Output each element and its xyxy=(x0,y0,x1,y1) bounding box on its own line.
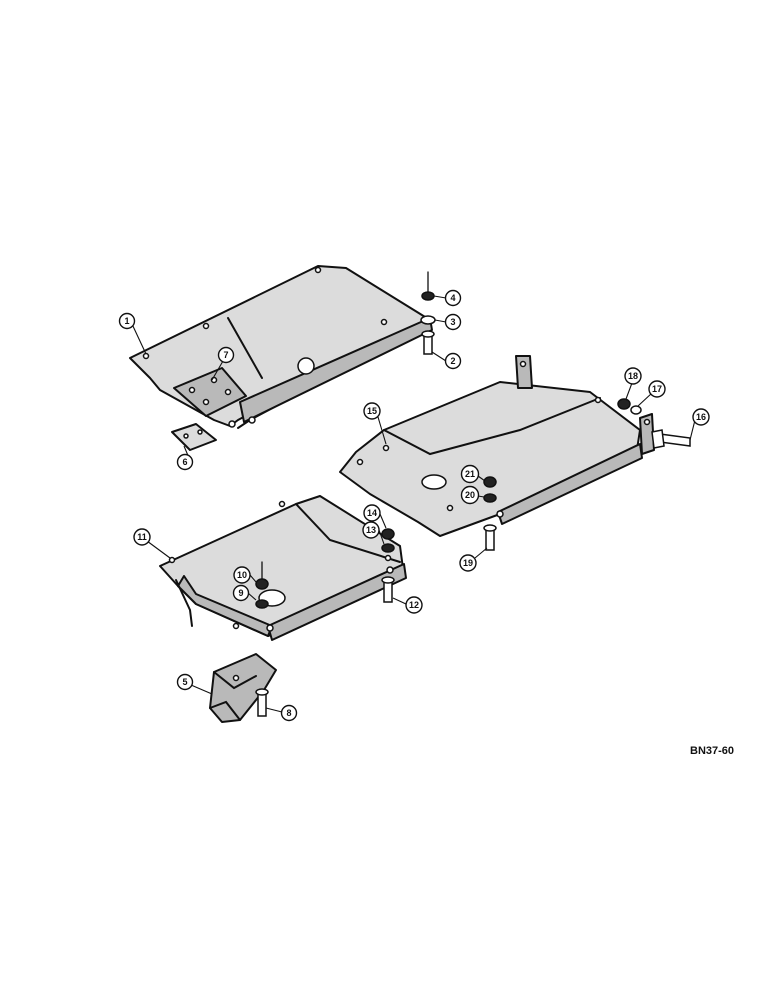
callout-13: 13 xyxy=(362,521,385,545)
callout-21: 21 xyxy=(460,464,486,484)
fastener-set-right xyxy=(617,398,691,449)
floor-plate-right xyxy=(339,355,655,537)
callout-17-label: 17 xyxy=(652,384,662,394)
bolt-pedal xyxy=(255,688,269,717)
callout-15: 15 xyxy=(363,402,387,445)
callout-6-label: 6 xyxy=(182,457,187,467)
callout-20-label: 20 xyxy=(465,490,475,500)
drawing-code: BN37-60 xyxy=(690,745,734,757)
callout-16: 16 xyxy=(689,408,710,441)
callout-4: 4 xyxy=(433,289,462,307)
callout-19: 19 xyxy=(459,547,488,572)
callout-9: 9 xyxy=(232,584,257,602)
callout-1-label: 1 xyxy=(124,316,129,326)
floor-plate-lower xyxy=(159,495,407,641)
callout-10-label: 10 xyxy=(237,570,247,580)
callout-3: 3 xyxy=(434,313,462,331)
callout-2-label: 2 xyxy=(450,356,455,366)
callout-11-label: 11 xyxy=(137,532,147,542)
callout-18: 18 xyxy=(624,367,642,400)
callout-19-label: 19 xyxy=(463,558,473,568)
fastener-stack-lower-left xyxy=(255,561,269,609)
callout-13-label: 13 xyxy=(366,525,376,535)
pedal-bracket xyxy=(209,653,277,723)
callout-1: 1 xyxy=(118,312,147,355)
fastener-stack-upper xyxy=(420,271,436,355)
floor-plate-upper xyxy=(129,265,433,429)
callout-12: 12 xyxy=(392,596,423,614)
callout-7-label: 7 xyxy=(223,350,228,360)
callout-16-label: 16 xyxy=(696,412,706,422)
callout-9-label: 9 xyxy=(238,588,243,598)
callout-18-label: 18 xyxy=(628,371,638,381)
callout-14: 14 xyxy=(363,504,387,529)
callout-5-label: 5 xyxy=(182,677,187,687)
callout-14-label: 14 xyxy=(367,508,377,518)
callout-6: 6 xyxy=(176,445,194,471)
callout-11: 11 xyxy=(133,528,171,559)
callout-15-label: 15 xyxy=(367,406,377,416)
callout-5: 5 xyxy=(176,673,213,695)
callout-8-label: 8 xyxy=(286,708,291,718)
fastener-stack-right xyxy=(483,476,497,551)
callout-20: 20 xyxy=(460,485,485,505)
fastener-stack-lower-right xyxy=(381,528,395,603)
callout-12-label: 12 xyxy=(409,600,419,610)
callout-10: 10 xyxy=(233,566,257,584)
mounting-bracket-small xyxy=(171,423,217,451)
callout-3-label: 3 xyxy=(450,317,455,327)
callout-8: 8 xyxy=(265,704,298,722)
callout-7: 7 xyxy=(211,346,235,381)
callout-17: 17 xyxy=(637,380,666,407)
callout-21-label: 21 xyxy=(465,469,475,479)
callout-4-label: 4 xyxy=(450,293,455,303)
callout-2: 2 xyxy=(431,351,462,370)
